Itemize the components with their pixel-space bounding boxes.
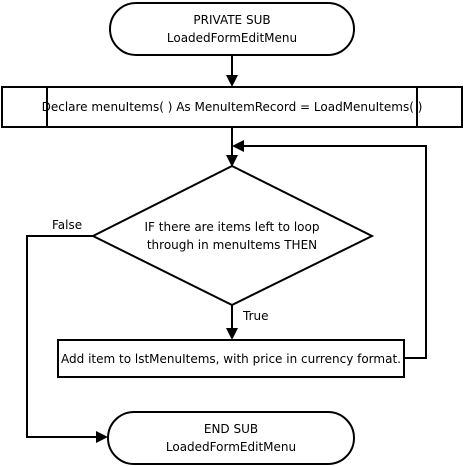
- connector-false-branch: [26, 235, 96, 438]
- end-terminator-shape: [107, 411, 355, 465]
- decision-diamond-shape: [90, 164, 375, 307]
- arrowhead-declare: [226, 75, 238, 87]
- decision-line-2: through in menuItems THEN: [147, 238, 317, 252]
- end-line-2: LoadedFormEditMenu: [166, 440, 296, 454]
- end-line-1: END SUB: [204, 422, 258, 436]
- loop-back-arrowhead: [232, 140, 244, 152]
- decision-diamond: IF there are items left to loop through …: [90, 164, 375, 307]
- process-text: Add item to lstMenuItems, with price in …: [61, 352, 401, 366]
- arrowhead-process: [226, 328, 238, 340]
- true-label: True: [242, 309, 269, 323]
- false-label: False: [52, 218, 82, 232]
- arrowhead-end: [96, 431, 108, 443]
- process-box: Add item to lstMenuItems, with price in …: [57, 339, 405, 378]
- decision-line-1: IF there are items left to loop: [145, 220, 320, 234]
- end-terminator: END SUB LoadedFormEditMenu: [107, 411, 355, 465]
- declare-box: Declare menuItems( ) As MenuItemRecord =…: [1, 86, 463, 128]
- start-terminator: PRIVATE SUB LoadedFormEditMenu: [109, 2, 355, 56]
- process-box-shape: [57, 339, 405, 378]
- loop-back-connector: [244, 145, 427, 359]
- start-line-2: LoadedFormEditMenu: [167, 31, 297, 45]
- declare-text: Declare menuItems( ) As MenuItemRecord =…: [42, 100, 423, 114]
- start-terminator-shape: [109, 2, 355, 56]
- arrowhead-decision: [226, 155, 238, 167]
- start-line-1: PRIVATE SUB: [193, 13, 270, 27]
